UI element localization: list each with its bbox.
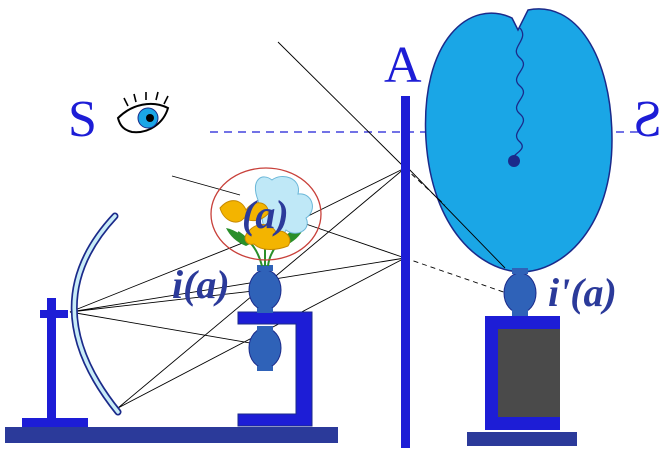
ray-line	[277, 41, 406, 169]
mirror-stand-post	[47, 298, 56, 422]
vase-virtual	[503, 272, 537, 314]
object-circle	[210, 167, 322, 261]
vase-virtual-rim	[512, 268, 528, 274]
mirror-label: A	[384, 37, 422, 94]
c-support	[237, 311, 313, 427]
eye-icon	[116, 91, 170, 134]
right-base-platform	[467, 432, 577, 446]
ray-line	[171, 175, 241, 196]
ray-line-virtual	[404, 257, 516, 297]
ray-line	[69, 311, 263, 346]
real-image-label: i(a)	[172, 262, 230, 307]
vase-lower-rim	[257, 326, 273, 331]
vase-upper-foot	[257, 308, 273, 313]
ray-line	[299, 167, 406, 221]
ray-line	[69, 289, 263, 313]
ray-line	[404, 164, 506, 269]
vase-upper-rim	[257, 265, 273, 271]
mirror-stand-arm	[40, 310, 68, 318]
ray-line	[299, 221, 406, 259]
balloon-string-knot	[508, 155, 520, 167]
observer-mirrored-label: S	[633, 91, 662, 148]
vase-lower-foot	[257, 366, 273, 371]
virtual-image-label: i'(a)	[548, 270, 617, 315]
balloon-string	[513, 27, 525, 159]
ray-line-virtual	[404, 167, 446, 206]
left-base-platform	[5, 427, 338, 443]
object-label: (a)	[242, 192, 289, 237]
right-stand-top-bar	[485, 316, 560, 327]
vase-virtual-foot	[512, 310, 528, 316]
plane-mirror	[401, 96, 410, 448]
vase-upper	[248, 269, 282, 311]
observer-label: S	[68, 91, 97, 148]
ray-line	[69, 257, 406, 313]
mirror-stand-foot	[22, 418, 88, 427]
flower-icon	[219, 176, 313, 267]
right-stand-panel	[498, 329, 560, 417]
vase-lower	[248, 327, 282, 369]
